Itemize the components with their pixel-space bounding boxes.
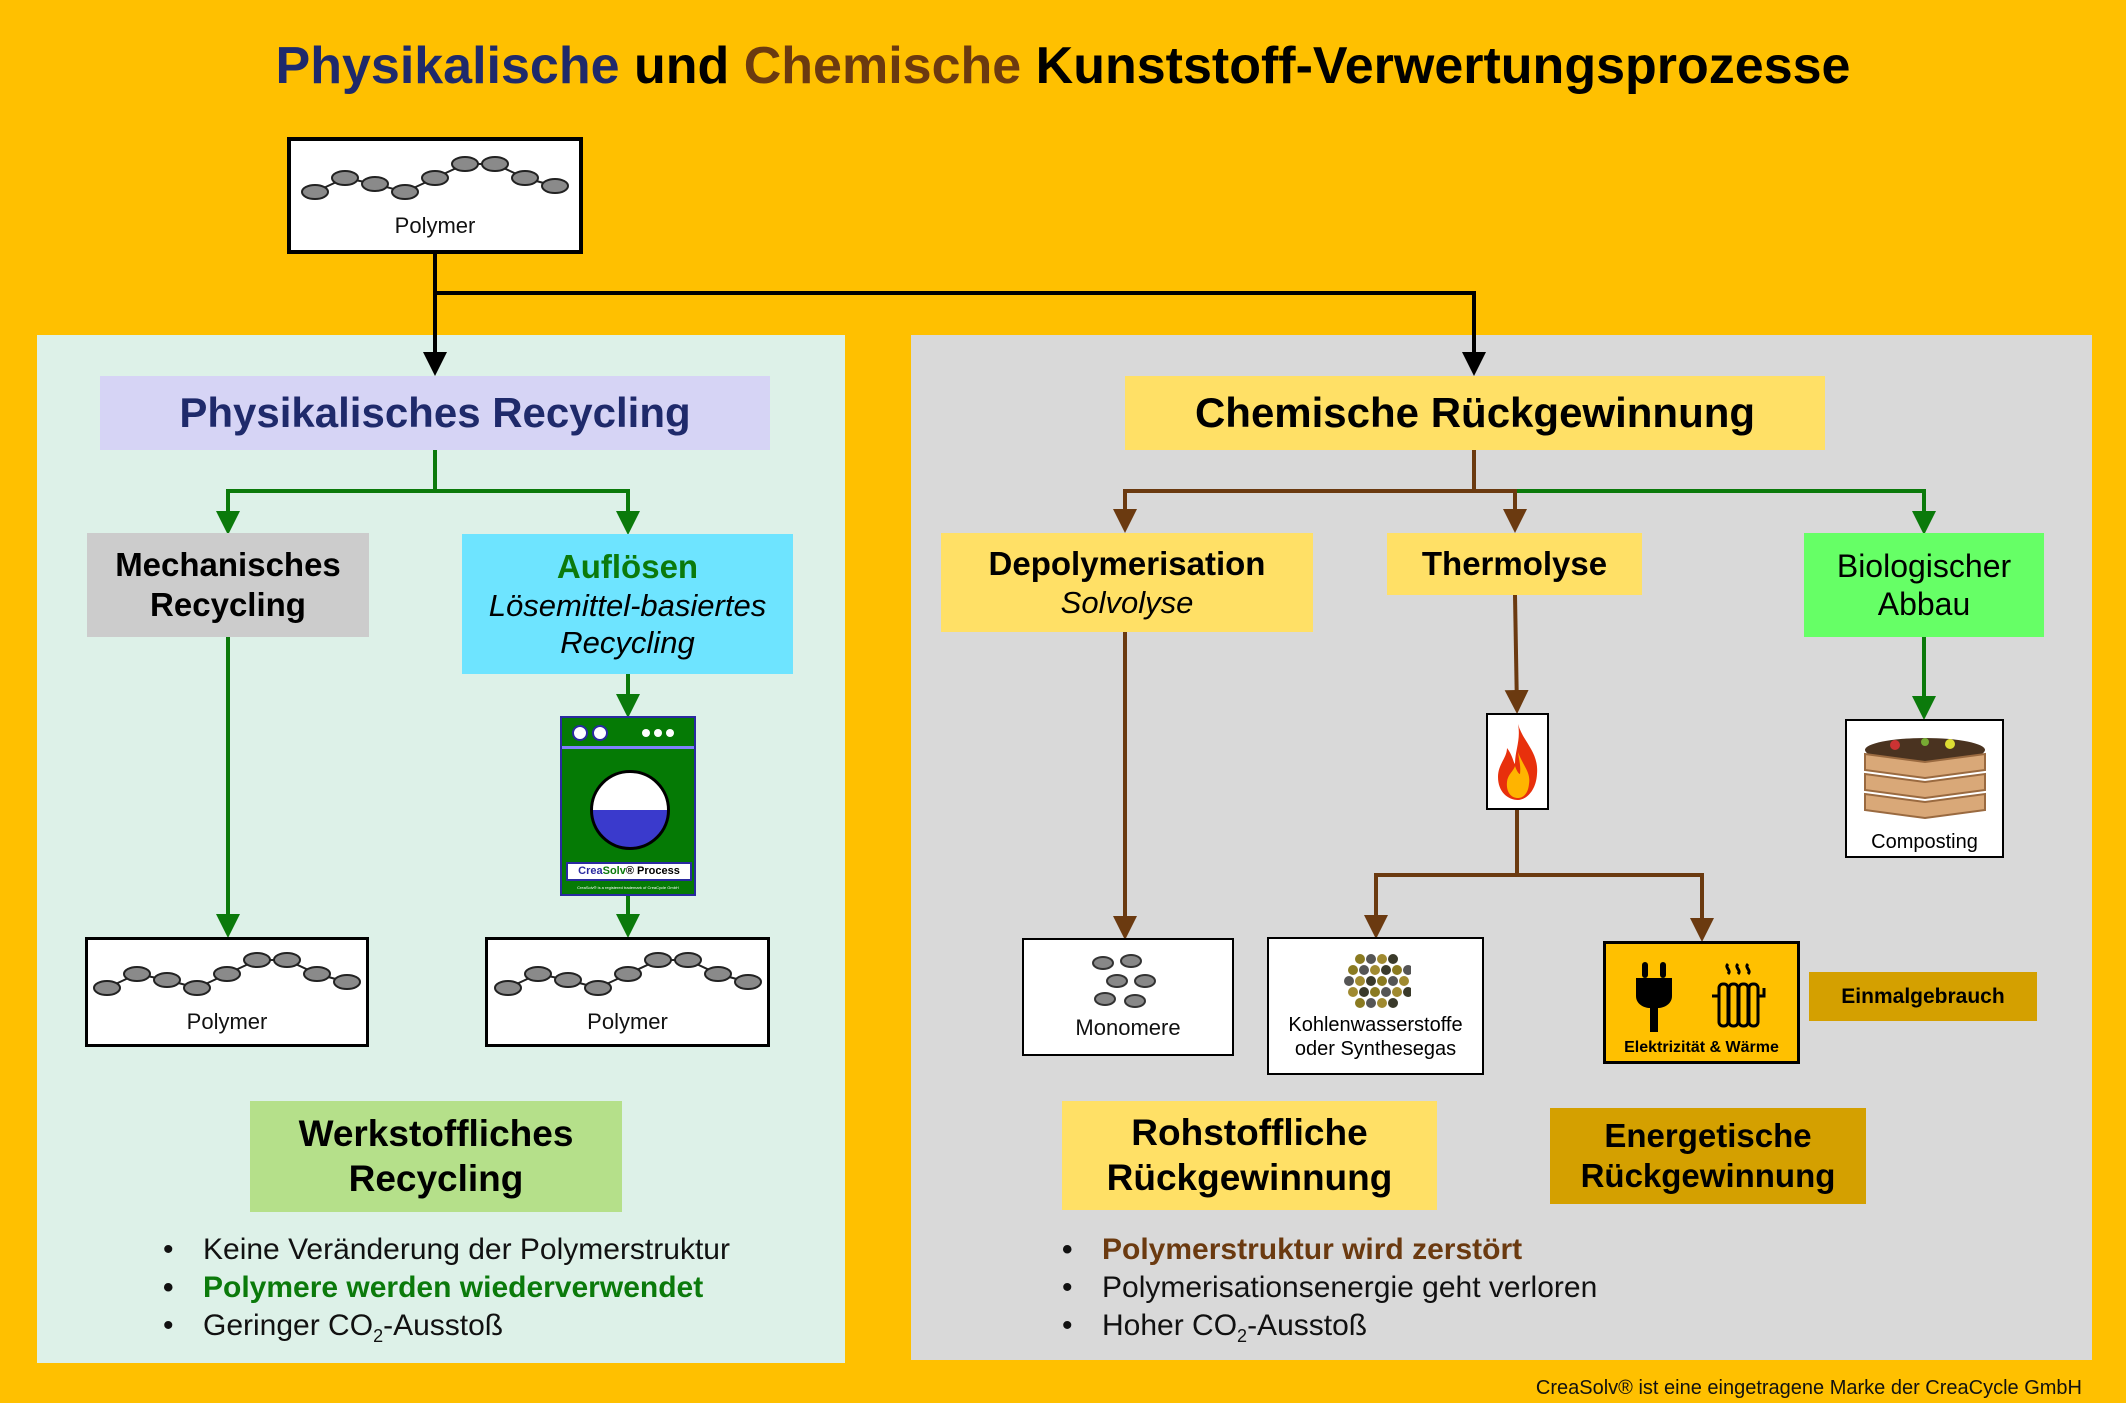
polymer-label: Polymer <box>587 1009 668 1035</box>
bio-line1: Biologischer <box>1836 547 2012 584</box>
mechanical-line2: Recycling <box>150 586 306 623</box>
title-chemical: Chemische <box>743 37 1022 95</box>
monomers-label: Monomere <box>1075 1014 1181 1040</box>
connector-physical-split <box>216 450 437 535</box>
dissolve-title: Auflösen <box>556 548 699 586</box>
depolymerisation-box: Depolymerisation Solvolyse <box>941 533 1313 632</box>
connector-fire-energy <box>1517 873 1714 942</box>
hydrocarbons-line2: oder Synthesegas <box>1294 1038 1457 1060</box>
depol-title: Depolymerisation <box>988 545 1266 583</box>
energetic-line1: Energetische <box>1604 1117 1812 1155</box>
material-line1: Werkstoffliches <box>298 1113 574 1155</box>
radiator-icon <box>1711 962 1765 1028</box>
energetic-line2: Rückgewinnung <box>1580 1157 1836 1194</box>
chemical-recovery-header: Chemische Rückgewinnung <box>1125 376 1825 450</box>
dissolve-box: Auflösen Lösemittel-basiertes Recycling <box>462 534 793 674</box>
raw-line2: Rückgewinnung <box>1106 1156 1393 1198</box>
co2-text: Hoher CO <box>1102 1309 1238 1342</box>
fire-icon <box>1486 713 1549 810</box>
logo-process: ® Process <box>625 865 680 877</box>
washing-machine-icon: CreaSolv® Process CreaSolv® is a registe… <box>560 716 696 896</box>
bullet: Polymerstruktur wird zerstört <box>1062 1231 1597 1269</box>
bullet: Geringer CO2-Ausstoß <box>163 1307 730 1355</box>
thermolysis-box: Thermolyse <box>1387 533 1642 595</box>
hydrocarbon-molecules-icon <box>1343 954 1411 1008</box>
polymer-label: Polymer <box>186 1009 268 1035</box>
raw-line1: Rohstoffliche <box>1131 1112 1368 1154</box>
dissolve-line1: Lösemittel-basiertes <box>488 587 767 623</box>
bio-line2: Abbau <box>1877 586 1971 622</box>
hydrocarbons-box: Kohlenwasserstoffe oder Synthesegas <box>1267 937 1484 1075</box>
co2-suffix: -Ausstoß <box>1247 1309 1368 1342</box>
polymer-chain-icon <box>493 948 763 1007</box>
connector-chem-depol <box>1113 450 1476 533</box>
energy-recovery-box: Energetische Rückgewinnung <box>1550 1108 1866 1204</box>
co2-suffix: -Ausstoß <box>383 1309 504 1342</box>
connector-thermo-fire <box>1504 594 1529 714</box>
polymer-box-mechanical: Polymer <box>85 937 369 1047</box>
electricity-label: Elektrizität <box>1624 1038 1706 1056</box>
title-and: und <box>633 37 730 95</box>
logo-solv: Solv <box>602 865 626 877</box>
title-physical: Physikalische <box>275 37 620 95</box>
page-title: Physikalische und Chemische Kunststoff-V… <box>0 36 2126 96</box>
connector-chem-bio <box>1474 489 1936 535</box>
logo-crea: Crea <box>578 865 603 877</box>
energy-box: Elektrizität & Wärme <box>1603 941 1800 1064</box>
composting-box: Composting <box>1845 719 2004 858</box>
top-polymer-box: Polymer <box>287 137 583 254</box>
physical-bullets: Keine Veränderung der Polymerstruktur Po… <box>163 1231 730 1355</box>
monomers-icon <box>1092 953 1156 1008</box>
monomers-box: Monomere <box>1022 938 1234 1056</box>
mechanical-line1: Mechanisches <box>115 546 341 584</box>
mechanical-recycling-box: Mechanisches Recycling <box>87 533 369 637</box>
plug-icon <box>1635 961 1672 1032</box>
composting-label: Composting <box>1871 831 1978 853</box>
physical-recycling-header: Physikalisches Recycling <box>100 376 770 450</box>
co2-text: Geringer CO <box>203 1309 374 1342</box>
compost-bin-icon <box>1863 738 1986 820</box>
connector-chem-thermo <box>1474 489 1527 533</box>
footer-trademark: CreaSolv® ist eine eingetragene Marke de… <box>1535 1377 2082 1399</box>
hydrocarbons-line1: Kohlenwasserstoffe <box>1288 1014 1463 1036</box>
polymer-label: Polymer <box>394 212 476 238</box>
polymer-chain-icon <box>92 948 362 1007</box>
dissolve-line2: Recycling <box>560 624 695 660</box>
bullet: Polymerisationsenergie geht verloren <box>1062 1269 1597 1307</box>
connector-physical-dissolve <box>435 489 640 535</box>
material-recycling-box: Werkstoffliches Recycling <box>250 1101 622 1212</box>
bullet: Hoher CO2-Ausstoß <box>1062 1307 1597 1355</box>
polymer-box-dissolve: Polymer <box>485 937 770 1047</box>
co2-sub: 2 <box>1237 1326 1248 1346</box>
bullet: Keine Veränderung der Polymerstruktur <box>163 1231 730 1269</box>
depol-sub: Solvolyse <box>1060 584 1194 620</box>
biodegradation-box: Biologischer Abbau <box>1804 533 2044 637</box>
raw-material-recovery-box: Rohstoffliche Rückgewinnung <box>1062 1101 1437 1210</box>
connector-fire-split <box>1364 810 1519 939</box>
polymer-chain-icon <box>300 152 570 211</box>
machine-fine-print: CreaSolv® is a registered trademark of C… <box>577 885 679 890</box>
bullet: Polymere werden wiederverwendet <box>163 1269 730 1307</box>
co2-sub: 2 <box>373 1326 384 1346</box>
heat-label: & Wärme <box>1709 1038 1779 1056</box>
chemical-bullets: Polymerstruktur wird zerstört Polymerisa… <box>1062 1231 1597 1355</box>
connector-top-to-chemical <box>435 291 1486 376</box>
material-line2: Recycling <box>348 1157 524 1199</box>
single-use-box: Einmalgebrauch <box>1809 972 2037 1021</box>
title-rest: Kunststoff-Verwertungsprozesse <box>1035 37 1851 95</box>
